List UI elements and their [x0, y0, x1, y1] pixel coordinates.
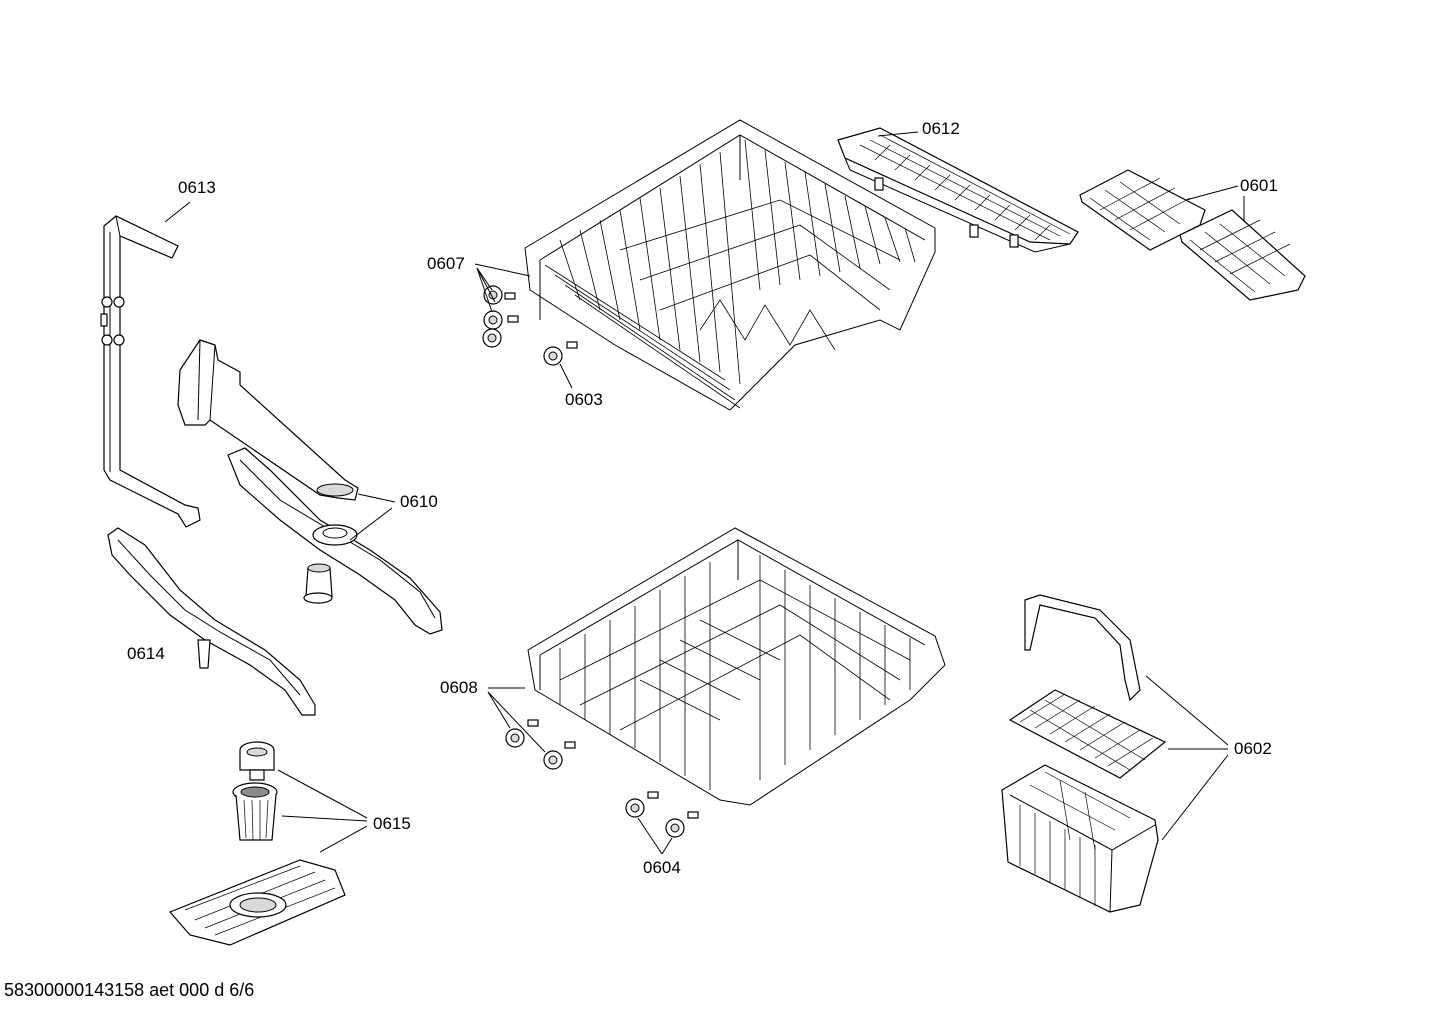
part-upper-basket [524, 119, 936, 411]
label-0604: 0604 [643, 858, 681, 877]
part-upper-spray-arm-pipe [177, 339, 359, 501]
part-lower-basket [527, 527, 946, 806]
label-0613: 0613 [178, 178, 216, 197]
part-0602-cutlery-basket [1001, 594, 1167, 913]
part-0613-spray-pipe [100, 215, 201, 528]
part-0612-cutlery-tray [837, 127, 1079, 253]
part-0608-rollers [505, 719, 576, 770]
label-0610: 0610 [400, 492, 438, 511]
leader-lines [164, 131, 1245, 855]
part-0607-rollers [482, 285, 519, 348]
label-0608: 0608 [440, 678, 478, 697]
label-0614: 0614 [127, 644, 165, 663]
part-0614-lower-spray-arm [107, 527, 316, 716]
part-0604-rollers [625, 791, 699, 838]
part-0610-spray-arm [227, 447, 443, 635]
label-0612: 0612 [922, 119, 960, 138]
label-0603: 0603 [565, 390, 603, 409]
label-0601: 0601 [1240, 176, 1278, 195]
label-0602: 0602 [1234, 739, 1272, 758]
part-0603-roller [543, 341, 578, 366]
part-0601-rack-inserts [1079, 169, 1306, 301]
part-0615-filter [168, 741, 346, 946]
label-0607: 0607 [427, 254, 465, 273]
document-footer-code: 58300000143158 aet 000 d 6/6 [4, 980, 255, 1000]
label-0615: 0615 [373, 814, 411, 833]
